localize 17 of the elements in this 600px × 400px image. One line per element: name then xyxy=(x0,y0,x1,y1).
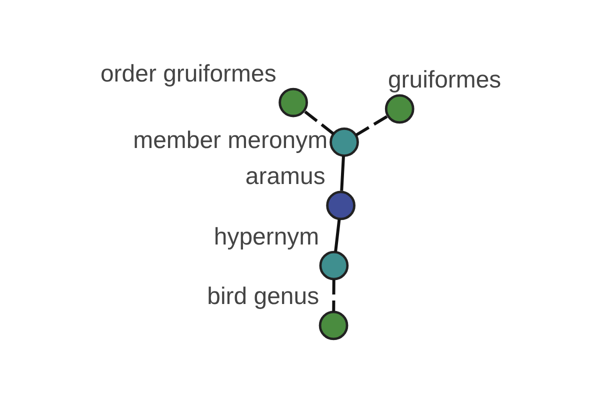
connector xyxy=(334,218,341,252)
node-circle xyxy=(318,310,348,340)
connector xyxy=(340,155,345,190)
node-circle xyxy=(330,127,359,156)
node-circle xyxy=(278,87,308,117)
node-label: member meronym xyxy=(133,126,328,154)
node-label: aramus xyxy=(245,162,326,190)
node-circle xyxy=(326,190,356,220)
connector xyxy=(332,279,336,312)
connector xyxy=(304,110,334,134)
node-label: order gruiformes xyxy=(100,60,276,87)
node-label: bird genus xyxy=(207,282,320,310)
node-circle xyxy=(319,250,349,280)
node-label: gruiformes xyxy=(388,66,502,94)
node-label: hypernym xyxy=(214,222,320,250)
node-circle xyxy=(384,94,414,124)
connector xyxy=(355,114,389,136)
